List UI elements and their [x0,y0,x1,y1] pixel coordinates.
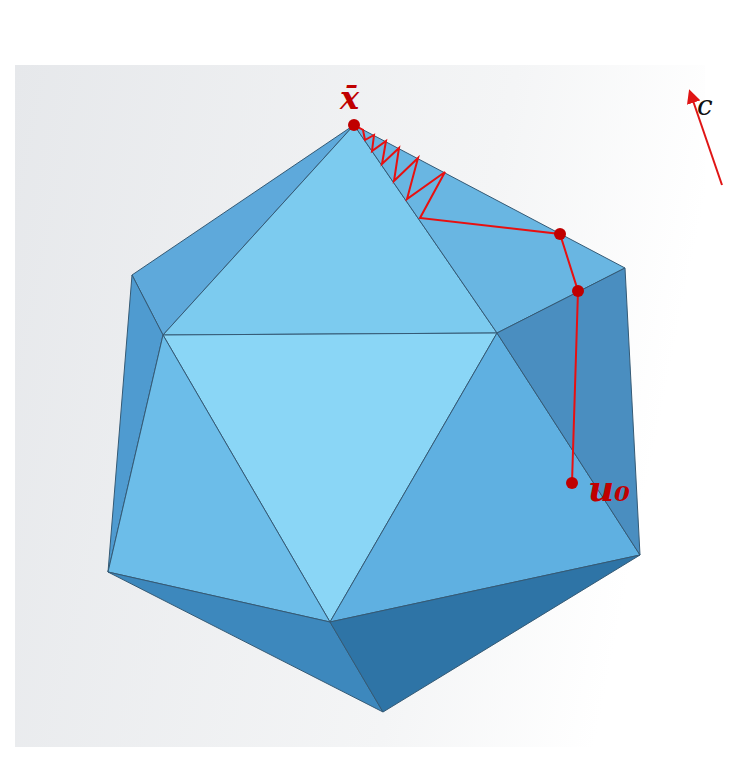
icosahedron-faces [108,125,640,712]
direction-arrow [690,92,722,185]
point-label: u₀ [588,470,630,506]
vector-label: c [697,92,713,120]
path-vertices [348,119,584,489]
background-panel [15,65,705,747]
point-label: x̄ [340,82,359,114]
path-line [354,125,578,483]
